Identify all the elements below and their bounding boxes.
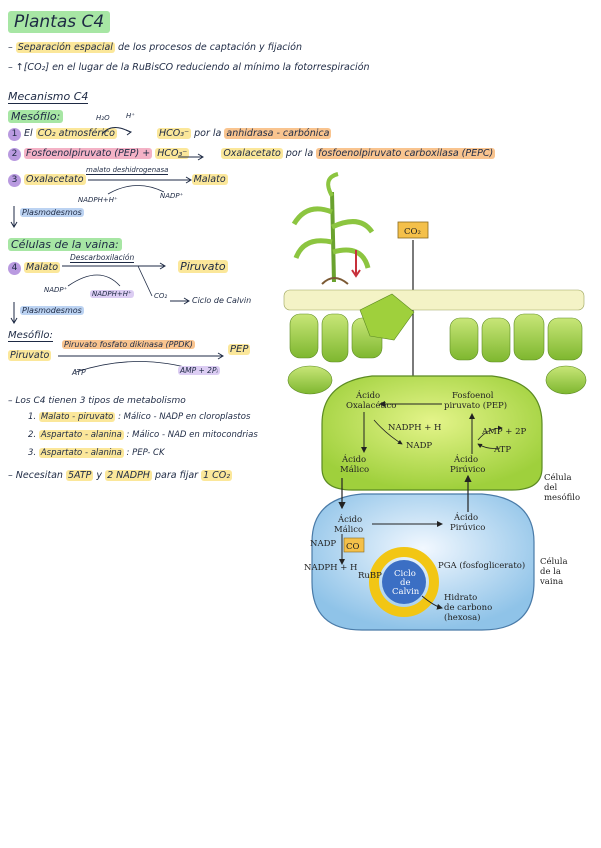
pga: PGA (fosfoglicerato) [438,560,525,571]
acido-piruvico-2: Pirúvico [450,464,485,475]
step4-nadp: NADP⁺ [44,286,67,294]
tipo-2: 2. Aspartato - alanina : Málico - NAD en… [28,430,258,440]
step5-row: Piruvato [8,350,51,361]
vaina-label: Células de la vaina: [8,238,122,251]
celula-vaina-2: de la [540,567,561,577]
step4-nadph: NADPH+H⁺ [90,290,134,298]
co-bottom: CO [346,542,360,552]
acido-piruvico-b1: Ácido [453,511,478,523]
step5-amp: AMP + 2Pᵢ [178,366,220,375]
step2-arrow [176,150,206,164]
tipo-1: 1. Malato - piruvato : Málico - NADP en … [28,412,250,422]
intro-line-1: – Separación espacial de los procesos de… [8,42,302,53]
nadph-h-bottom: NADPH + H [304,563,357,573]
acido-piruvico-1: Ácido [453,453,478,465]
co2-top-label: CO₂ [404,227,421,237]
fosfoenol-1: Fosfoenol [452,391,494,401]
down-arrow-2 [8,300,20,326]
acido-oxalacetico-2: Oxalacético [346,400,396,411]
mecanismo-heading: Mecanismo C4 [8,90,88,103]
step3-nadph: NADPH+H⁺ [78,196,118,204]
celula-mesofilo-2: del [544,483,557,493]
step5-pep: PEP [228,344,250,355]
atp-top: ATP [493,445,511,455]
acido-oxalacetico-1: Ácido [355,389,380,401]
fosfoenol-2: piruvato (PEP) [444,400,507,411]
celula-mesofilo-3: mesófilo [544,492,580,503]
step5-enzyme: Piruvato fosfato dikinasa (PPDK) [62,340,195,349]
step3-nadp: NADP⁺ [160,192,183,200]
step5-atp: ATP [72,368,86,377]
plasmodesmos-2: Plasmodesmos [20,306,84,315]
acido-malico-b2: Málico [334,524,363,535]
mesofilo2-label: Mesófilo: [8,330,53,341]
hidrato-1: Hidrato [444,593,477,603]
hidrato-3: (hexosa) [444,612,480,623]
tipo-3: 3. Aspartato - alanina : PEP- CK [28,448,165,458]
calvin-arrow [168,294,192,308]
down-arrow-1 [8,204,20,230]
rubp: RuBP [358,571,382,581]
celula-vaina-1: Célula [540,556,568,567]
necesitan-line: – Necesitan 5ATP y 2 NADPH para fijar 1 … [8,470,232,481]
acido-piruvico-b2: Pirúvico [450,522,485,533]
nadp-bottom: NADP [310,539,336,549]
step4-calvin: Ciclo de Calvin [192,296,251,305]
plasmodesmos-1: Plasmodesmos [20,208,84,217]
mesofilo-label: Mesófilo: [8,110,63,123]
nadp-top: NADP [406,441,432,451]
celula-mesofilo-1: Célula [544,472,572,483]
step4-co2: CO₂ [154,292,167,300]
intro-line-2: – ↑[CO₂] en el lugar de la RuBisCO reduc… [8,62,370,73]
nadph-h-top: NADPH + H [388,423,441,433]
hidrato-2: de carbono [444,603,492,613]
celula-vaina-3: vaina [539,577,563,587]
step4-arrow [60,258,170,308]
acido-malico-b1: Ácido [337,513,362,525]
c4-diagram: CO₂ Ácido Oxalacético Fosfoenol piruvato… [282,172,594,636]
spatial-separation-highlight: Separación espacial [16,42,115,53]
page-title: Plantas C4 [8,12,110,32]
ciclo-3: Calvin [392,587,420,597]
acido-malico-2: Málico [340,464,369,475]
acido-malico-1: Ácido [341,453,366,465]
tipos-intro: – Los C4 tienen 3 tipos de metabolismo [8,396,186,406]
step1-arrow [100,118,134,140]
corn-plant-illustration [294,174,372,284]
